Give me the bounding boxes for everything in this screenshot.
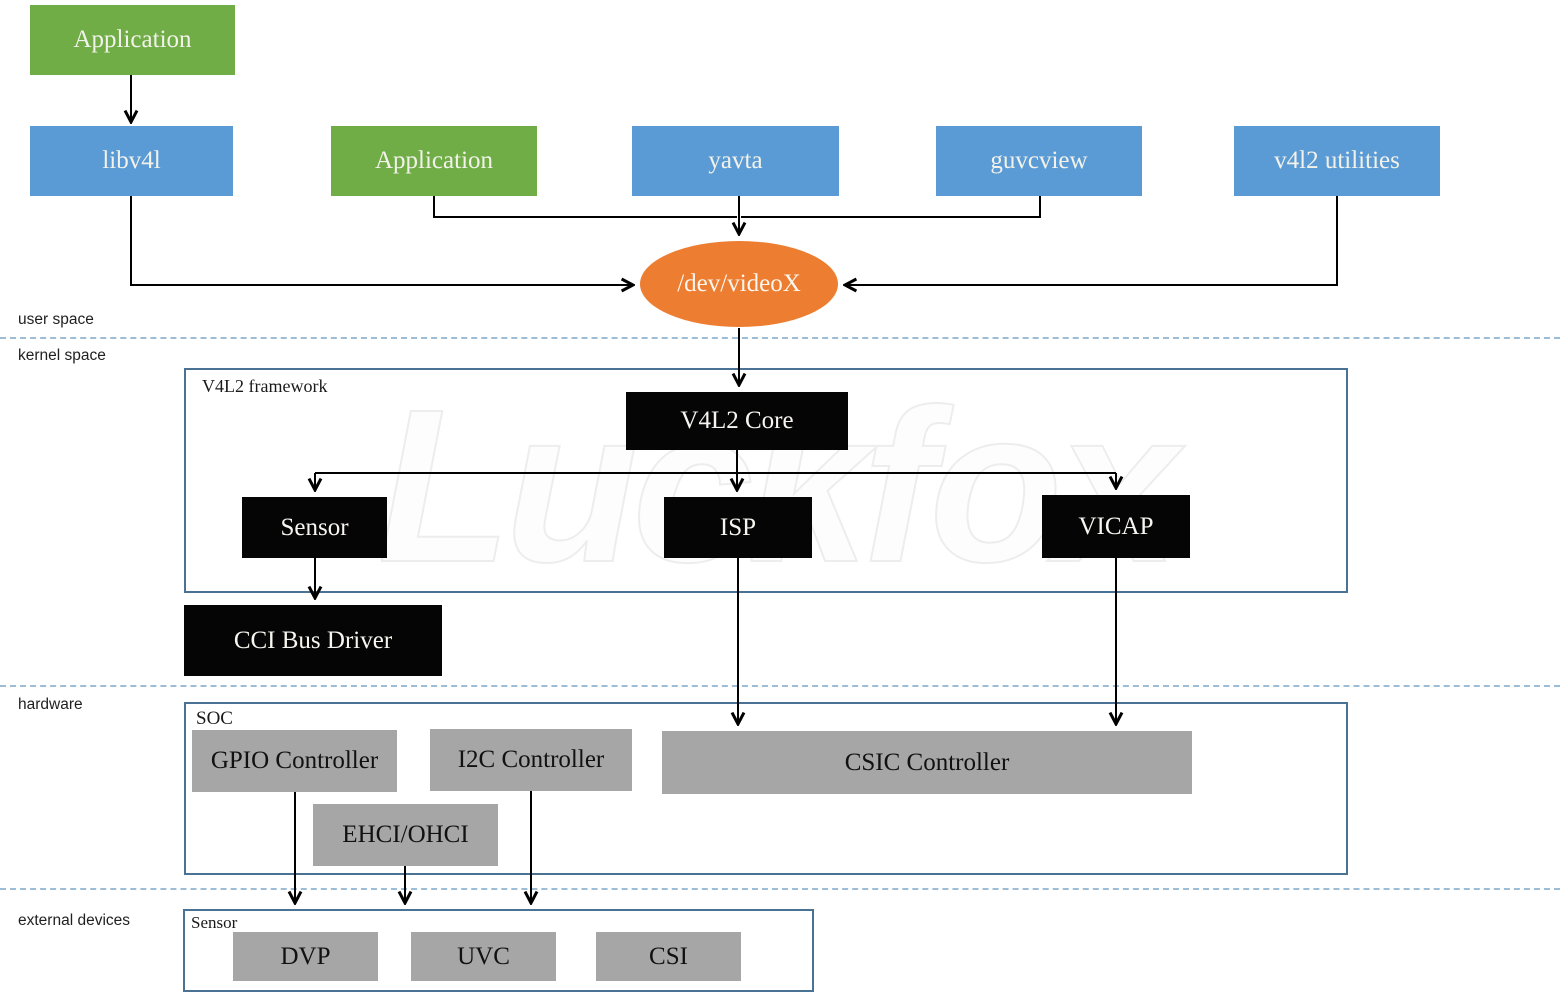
arrow-libv4l-to-devvideox <box>130 196 633 285</box>
divider-kernel-hardware <box>0 685 1560 687</box>
v4l2-framework-container: V4L2 framework <box>184 368 1348 593</box>
sensor-group-container: Sensor <box>183 909 814 992</box>
node-i2c-controller: I2C Controller <box>430 729 632 791</box>
node-vicap: VICAP <box>1042 495 1190 558</box>
node-gpio-controller: GPIO Controller <box>192 730 397 792</box>
line-application-to-junction <box>433 196 737 218</box>
layer-label-hardware: hardware <box>18 696 83 713</box>
node-dev-videox: /dev/videoX <box>640 241 838 327</box>
node-v4l2-utilities: v4l2 utilities <box>1234 126 1440 196</box>
node-dvp: DVP <box>233 932 378 981</box>
node-v4l2-core: V4L2 Core <box>626 392 848 450</box>
soc-title: SOC <box>196 708 233 729</box>
node-csi: CSI <box>596 932 741 981</box>
node-application-mid: Application <box>331 126 537 196</box>
layer-label-kernel-space: kernel space <box>18 347 106 364</box>
sensor-group-title: Sensor <box>191 913 238 932</box>
node-uvc: UVC <box>411 932 556 981</box>
arrow-v4l2utilities-to-devvideox <box>845 196 1338 285</box>
soc-container: SOC <box>184 702 1348 875</box>
divider-user-kernel <box>0 337 1560 339</box>
layer-label-external-devices: external devices <box>18 912 131 929</box>
node-yavta: yavta <box>632 126 839 196</box>
line-guvcview-to-junction <box>741 196 1041 218</box>
node-guvcview: guvcview <box>936 126 1142 196</box>
node-application-top: Application <box>30 5 235 75</box>
node-libv4l: libv4l <box>30 126 233 196</box>
layer-label-user-space: user space <box>18 311 94 328</box>
node-ehci-ohci: EHCI/OHCI <box>313 804 498 866</box>
node-cci-bus-driver: CCI Bus Driver <box>184 605 442 676</box>
node-csic-controller: CSIC Controller <box>662 731 1192 794</box>
node-sensor-driver: Sensor <box>242 497 387 558</box>
divider-hardware-external <box>0 888 1560 890</box>
v4l2-framework-title: V4L2 framework <box>202 376 328 396</box>
node-isp: ISP <box>664 497 812 558</box>
